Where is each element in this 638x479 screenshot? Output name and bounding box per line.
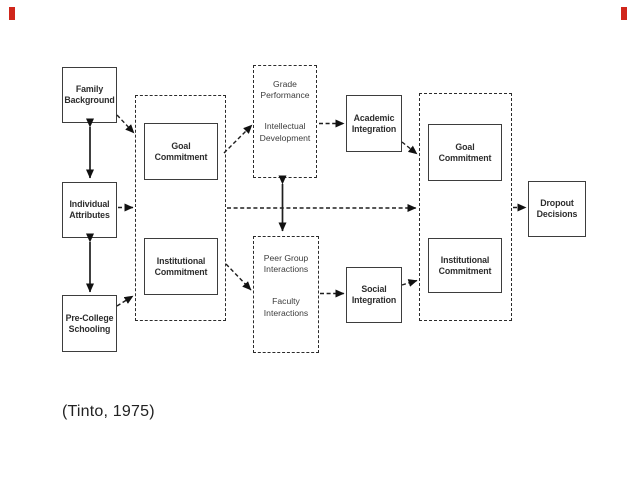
node-family-background: Family Background (62, 67, 117, 123)
node-grade-performance: Grade Performance (260, 79, 310, 101)
slide-accent-mark-left (9, 7, 15, 20)
group-later-commitments (419, 93, 512, 321)
node-pre-college-schooling: Pre-College Schooling (62, 295, 117, 352)
arrow-family-to-commitments (116, 114, 135, 134)
group-academic-system: Grade Performance Intellectual Developme… (253, 65, 317, 178)
node-social-integration: Social Integration (346, 267, 402, 323)
arrow-academic-integration-to-commitments (401, 141, 418, 155)
slide-accent-mark-right (621, 7, 627, 20)
citation-caption: (Tinto, 1975) (62, 403, 155, 420)
node-individual-attributes: Individual Attributes (62, 182, 117, 238)
arrow-social-integration-to-commitments (401, 279, 418, 287)
node-dropout-decisions: Dropout Decisions (528, 181, 586, 237)
node-goal-commitment-initial: Goal Commitment (144, 123, 218, 180)
node-institutional-commitment-later: Institutional Commitment (428, 238, 502, 293)
node-institutional-commitment-initial: Institutional Commitment (144, 238, 218, 295)
group-initial-commitments (135, 95, 226, 321)
node-academic-integration: Academic Integration (346, 95, 402, 152)
node-goal-commitment-later: Goal Commitment (428, 124, 502, 181)
node-intellectual-development: Intellectual Development (259, 121, 311, 143)
arrow-institutional-to-social-system (225, 263, 252, 291)
node-faculty-interactions: Faculty Interactions (263, 296, 309, 318)
arrow-goal-to-academic-system (223, 124, 253, 154)
group-social-system: Peer Group Interactions Faculty Interact… (253, 236, 319, 353)
node-peer-group-interactions: Peer Group Interactions (263, 253, 309, 275)
arrow-precollege-to-commitments (116, 295, 134, 307)
